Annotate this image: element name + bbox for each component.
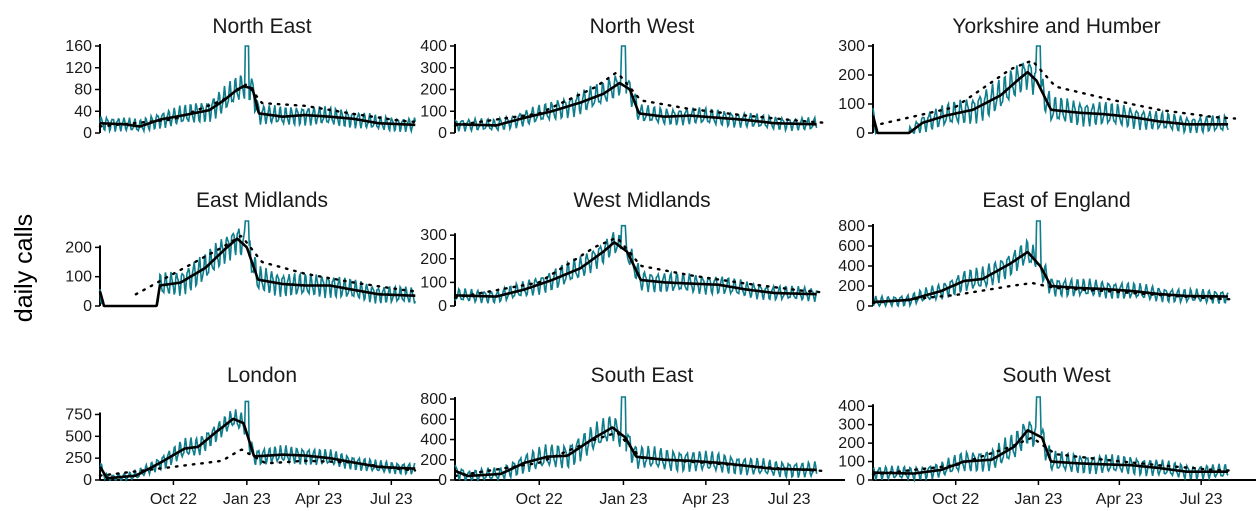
series-smoothed-line (98, 417, 416, 480)
y-tick-label: 800 (838, 218, 865, 235)
y-tick-label: 400 (838, 258, 865, 275)
y-tick-label: 0 (856, 472, 865, 489)
panel-title: South East (591, 364, 694, 387)
series-daily-line (872, 396, 1229, 483)
series-smoothed-line (871, 70, 1229, 135)
series-daily-line (454, 45, 818, 134)
series-smoothed-line (98, 237, 416, 308)
y-tick-label: 0 (438, 472, 447, 489)
y-tick-label: 0 (438, 298, 447, 315)
y-tick-label: 80 (74, 82, 92, 99)
y-tick-label: 100 (838, 96, 865, 113)
y-tick-label: 200 (838, 278, 865, 295)
y-tick-label: 100 (838, 454, 865, 471)
y-tick-label: 300 (420, 227, 447, 244)
y-tick-label: 300 (838, 38, 865, 55)
panel-title: North East (212, 15, 311, 38)
panel-east-midlands: East Midlands 0 100 200 (65, 189, 417, 315)
x-tick-label: Jan 23 (223, 491, 271, 508)
y-tick-label: 120 (65, 60, 92, 77)
y-tick-label: 200 (838, 435, 865, 452)
x-tick-label: Apr 23 (295, 491, 342, 508)
series-baseline-dotted-line (98, 448, 417, 477)
x-tick-label: Jul 23 (768, 491, 811, 508)
y-tick-label: 100 (420, 274, 447, 291)
y-tick-label: 0 (83, 298, 92, 315)
y-tick-label: 40 (74, 103, 92, 120)
x-tick-label: Oct 22 (516, 491, 563, 508)
panel-title: London (227, 364, 297, 387)
panel-title: East Midlands (196, 189, 328, 212)
series-baseline-dotted-line (134, 234, 417, 296)
panel-east-of-england: East of England 0 200 400 600 800 (838, 189, 1237, 315)
y-tick-label: 250 (65, 450, 92, 467)
x-tick-label: Apr 23 (682, 491, 729, 508)
panel-north-west: North West 0 100 200 300 400 (420, 15, 827, 142)
y-tick-label: 0 (83, 472, 92, 489)
panel-title: East of England (982, 189, 1130, 212)
series-daily-line (99, 45, 417, 135)
panel-title: South West (1002, 364, 1110, 387)
y-tick-label: 100 (65, 269, 92, 286)
series-baseline-dotted-line (98, 82, 417, 128)
panel-title: North West (590, 15, 695, 38)
y-tick-label: 0 (438, 125, 447, 142)
y-tick-label: 0 (856, 125, 865, 142)
y-tick-label: 0 (83, 125, 92, 142)
y-tick-label: 750 (65, 406, 92, 423)
y-tick-label: 800 (420, 391, 447, 408)
series-baseline-dotted-line (871, 281, 1237, 305)
y-tick-label: 200 (65, 239, 92, 256)
y-tick-label: 400 (420, 38, 447, 55)
y-tick-label: 500 (65, 428, 92, 445)
series-smoothed-line (872, 429, 1229, 475)
panel-west-midlands: West Midlands 0 100 200 300 (420, 189, 827, 315)
series-baseline-dotted-line (871, 59, 1237, 128)
x-tick-label: Jul 23 (370, 491, 413, 508)
series-daily-line (872, 220, 1229, 309)
x-tick-label: Jul 23 (1180, 491, 1223, 508)
y-tick-label: 300 (420, 60, 447, 77)
series-smoothed-line (454, 241, 818, 298)
y-tick-label: 200 (420, 82, 447, 99)
y-tick-label: 400 (838, 398, 865, 415)
y-tick-label: 200 (420, 452, 447, 469)
series-baseline-dotted-line (453, 71, 827, 127)
series-baseline-dotted-line (871, 436, 1237, 476)
y-tick-label: 200 (838, 67, 865, 84)
y-axis-label: daily calls (10, 214, 38, 322)
y-tick-label: 600 (838, 238, 865, 255)
y-tick-label: 0 (856, 298, 865, 315)
y-tick-label: 160 (65, 38, 92, 55)
x-tick-label: Jan 23 (599, 491, 647, 508)
x-tick-label: Oct 22 (150, 491, 197, 508)
y-tick-label: 100 (420, 103, 447, 120)
y-tick-label: 200 (420, 251, 447, 268)
x-tick-label: Jan 23 (1014, 491, 1062, 508)
y-tick-label: 600 (420, 411, 447, 428)
panel-title: Yorkshire and Humber (952, 15, 1160, 38)
panel-title: West Midlands (573, 189, 710, 212)
y-tick-label: 300 (838, 417, 865, 434)
series-smoothed-line (454, 81, 818, 127)
panel-yorkshire-and-humber: Yorkshire and Humber 0 100 200 300 (838, 15, 1237, 142)
series-smoothed-line (872, 250, 1229, 304)
y-tick-label: 400 (420, 432, 447, 449)
x-tick-label: Apr 23 (1096, 491, 1143, 508)
series-daily-line (872, 45, 1229, 136)
x-tick-label: Oct 22 (932, 491, 979, 508)
panel-north-east: North East 0 40 80 120 160 (65, 15, 417, 142)
